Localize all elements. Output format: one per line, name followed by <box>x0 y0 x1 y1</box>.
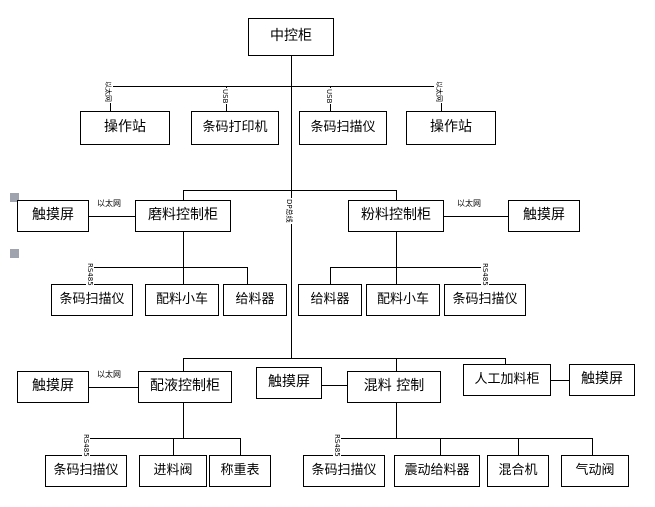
line-drop-weighing-scale <box>240 438 241 455</box>
node-operator-station-2[interactable]: 操作站 <box>406 111 496 145</box>
node-weighing-scale[interactable]: 称重表 <box>209 455 271 487</box>
line-level4-bus <box>183 358 505 359</box>
link-label-rs485-liquid: RS485 <box>82 433 90 458</box>
node-feed-valve[interactable]: 进料阀 <box>139 455 207 487</box>
line-drop-batching-cart-abrasive <box>183 267 184 284</box>
node-feeder-powder[interactable]: 给料器 <box>298 284 362 316</box>
node-abrasive-control-cabinet[interactable]: 磨料控制柜 <box>135 200 231 232</box>
node-touch-screen-mixing[interactable]: 触摸屏 <box>256 367 322 399</box>
node-touch-screen-liquid[interactable]: 触摸屏 <box>17 371 89 403</box>
link-label-usb-scanner: USB <box>325 88 333 105</box>
node-mixing-control[interactable]: 混料 控制 <box>347 371 441 403</box>
link-label-rs485-mixing: RS485 <box>333 433 341 458</box>
node-batching-cart-powder[interactable]: 配料小车 <box>366 284 440 316</box>
line-drop-feed-valve <box>173 438 174 455</box>
node-feeder-abrasive[interactable]: 给料器 <box>223 284 287 316</box>
node-powder-control-cabinet[interactable]: 粉料控制柜 <box>348 200 444 232</box>
node-central-cabinet[interactable]: 中控柜 <box>248 18 334 56</box>
line-ethernet-abrasive-touch <box>89 216 135 217</box>
line-drop-mixing-control <box>396 358 397 371</box>
link-label-ethernet-liquid: 以太网 <box>96 369 122 380</box>
line-level2-bus <box>183 190 396 191</box>
line-drop-pneumatic-valve <box>592 438 593 455</box>
link-label-ethernet-powder: 以太网 <box>456 198 482 209</box>
line-drop-feeder-abrasive <box>247 267 248 284</box>
line-ethernet-powder-touch <box>444 216 508 217</box>
node-barcode-scanner-powder[interactable]: 条码扫描仪 <box>444 284 526 316</box>
line-liquid-stem <box>183 403 184 438</box>
line-mixing-touch <box>322 385 347 386</box>
node-barcode-scanner-top[interactable]: 条码扫描仪 <box>299 111 387 145</box>
line-drop-abrasive-cabinet <box>183 190 184 200</box>
node-pneumatic-valve[interactable]: 气动阀 <box>561 455 629 487</box>
node-vibrating-feeder[interactable]: 震动给料器 <box>394 455 480 487</box>
line-drop-batching-cart-powder <box>396 267 397 284</box>
line-liquid-child-bus <box>87 438 240 439</box>
line-level1-bus <box>110 86 441 87</box>
line-abrasive-stem <box>183 232 184 267</box>
node-barcode-printer[interactable]: 条码打印机 <box>191 111 279 145</box>
line-drop-liquid-cabinet <box>183 358 184 371</box>
link-label-ethernet-abrasive: 以太网 <box>96 198 122 209</box>
line-ethernet-liquid-touch <box>89 387 138 388</box>
node-barcode-scanner-liquid[interactable]: 条码扫描仪 <box>45 455 127 487</box>
node-mixer[interactable]: 混合机 <box>487 455 549 487</box>
link-label-rs485-abrasive: RS485 <box>86 262 94 287</box>
link-label-dp-bus: DP总线 <box>284 198 294 224</box>
line-abrasive-child-bus <box>91 267 247 268</box>
link-label-rs485-powder: RS485 <box>481 262 489 287</box>
link-label-ethernet-operator-2: 以太网 <box>434 80 444 103</box>
link-label-usb-printer: USB <box>221 88 229 105</box>
node-batching-cart-abrasive[interactable]: 配料小车 <box>145 284 219 316</box>
line-drop-mixer <box>518 438 519 455</box>
node-barcode-scanner-abrasive[interactable]: 条码扫描仪 <box>51 284 133 316</box>
line-drop-feeder-powder <box>330 267 331 284</box>
node-operator-station-1[interactable]: 操作站 <box>80 111 170 145</box>
line-mixing-child-bus <box>338 438 592 439</box>
line-mixing-stem <box>396 403 397 438</box>
line-powder-child-bus <box>330 267 486 268</box>
selection-marker-top <box>10 193 19 202</box>
node-touch-screen-powder[interactable]: 触摸屏 <box>508 200 580 232</box>
link-label-ethernet-operator-1: 以太网 <box>103 80 113 103</box>
selection-marker-bottom <box>10 249 19 258</box>
node-manual-feeding-cabinet[interactable]: 人工加料柜 <box>463 364 551 396</box>
node-touch-screen-manual[interactable]: 触摸屏 <box>569 364 635 396</box>
node-barcode-scanner-mixing[interactable]: 条码扫描仪 <box>303 455 385 487</box>
line-powder-stem <box>396 232 397 267</box>
line-central-stem <box>291 56 292 86</box>
node-touch-screen-abrasive[interactable]: 触摸屏 <box>17 200 89 232</box>
line-drop-powder-cabinet <box>396 190 397 200</box>
line-manual-touch <box>551 380 569 381</box>
node-liquid-control-cabinet[interactable]: 配液控制柜 <box>138 371 232 403</box>
line-drop-vibrating-feeder <box>440 438 441 455</box>
